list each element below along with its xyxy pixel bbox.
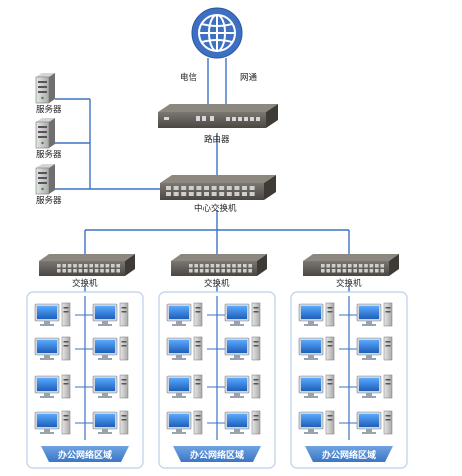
workstation-icon [298,302,349,327]
workstation-icon [166,302,217,327]
office-zone-label: 办公网络区域 [58,449,112,461]
workstation-icon [298,410,349,435]
office-zone-label: 办公网络区域 [190,449,244,461]
workstation-icon [85,336,129,361]
router-label: 路由器 [204,134,230,145]
workstation-icon [34,410,85,435]
access-switch-label: 交换机 [72,278,98,289]
workstation-icon [217,410,261,435]
access-switch-icon [39,254,135,276]
core-switch-icon [160,175,276,200]
link-label-netcom: 网通 [240,72,258,83]
core-switch-label: 中心交换机 [194,203,237,214]
server-icon [35,164,55,195]
access-switch-icon [303,254,399,276]
link-label-telecom: 电信 [180,72,198,83]
workstation-icon [298,374,349,399]
workstation-icon [217,302,261,327]
workstation-icon [166,374,217,399]
workstation-icon [85,374,129,399]
workstation-icon [217,336,261,361]
zone-banner [173,446,261,462]
access-switch-label: 交换机 [204,278,230,289]
workstation-icon [349,302,393,327]
internet-globe-icon [191,7,243,59]
zone-banner [41,446,129,462]
workstation-icon [34,374,85,399]
server-icon [35,118,55,149]
workstation-icon [34,302,85,327]
workstation-icon [166,336,217,361]
workstation-icon [85,302,129,327]
access-switch-icon [171,254,267,276]
workstation-icon [217,374,261,399]
router-icon [158,104,278,128]
zone-banner [305,446,393,462]
server-label: 服务器 [36,104,62,115]
workstation-icon [349,410,393,435]
server-label: 服务器 [36,195,62,206]
server-label: 服务器 [36,149,62,160]
workstation-icon [349,336,393,361]
workstation-icon [166,410,217,435]
workstation-icon [349,374,393,399]
server-icon [35,73,55,104]
workstation-icon [85,410,129,435]
office-zone-label: 办公网络区域 [322,449,376,461]
access-switch-label: 交换机 [336,278,362,289]
workstation-icon [34,336,85,361]
workstation-icon [298,336,349,361]
